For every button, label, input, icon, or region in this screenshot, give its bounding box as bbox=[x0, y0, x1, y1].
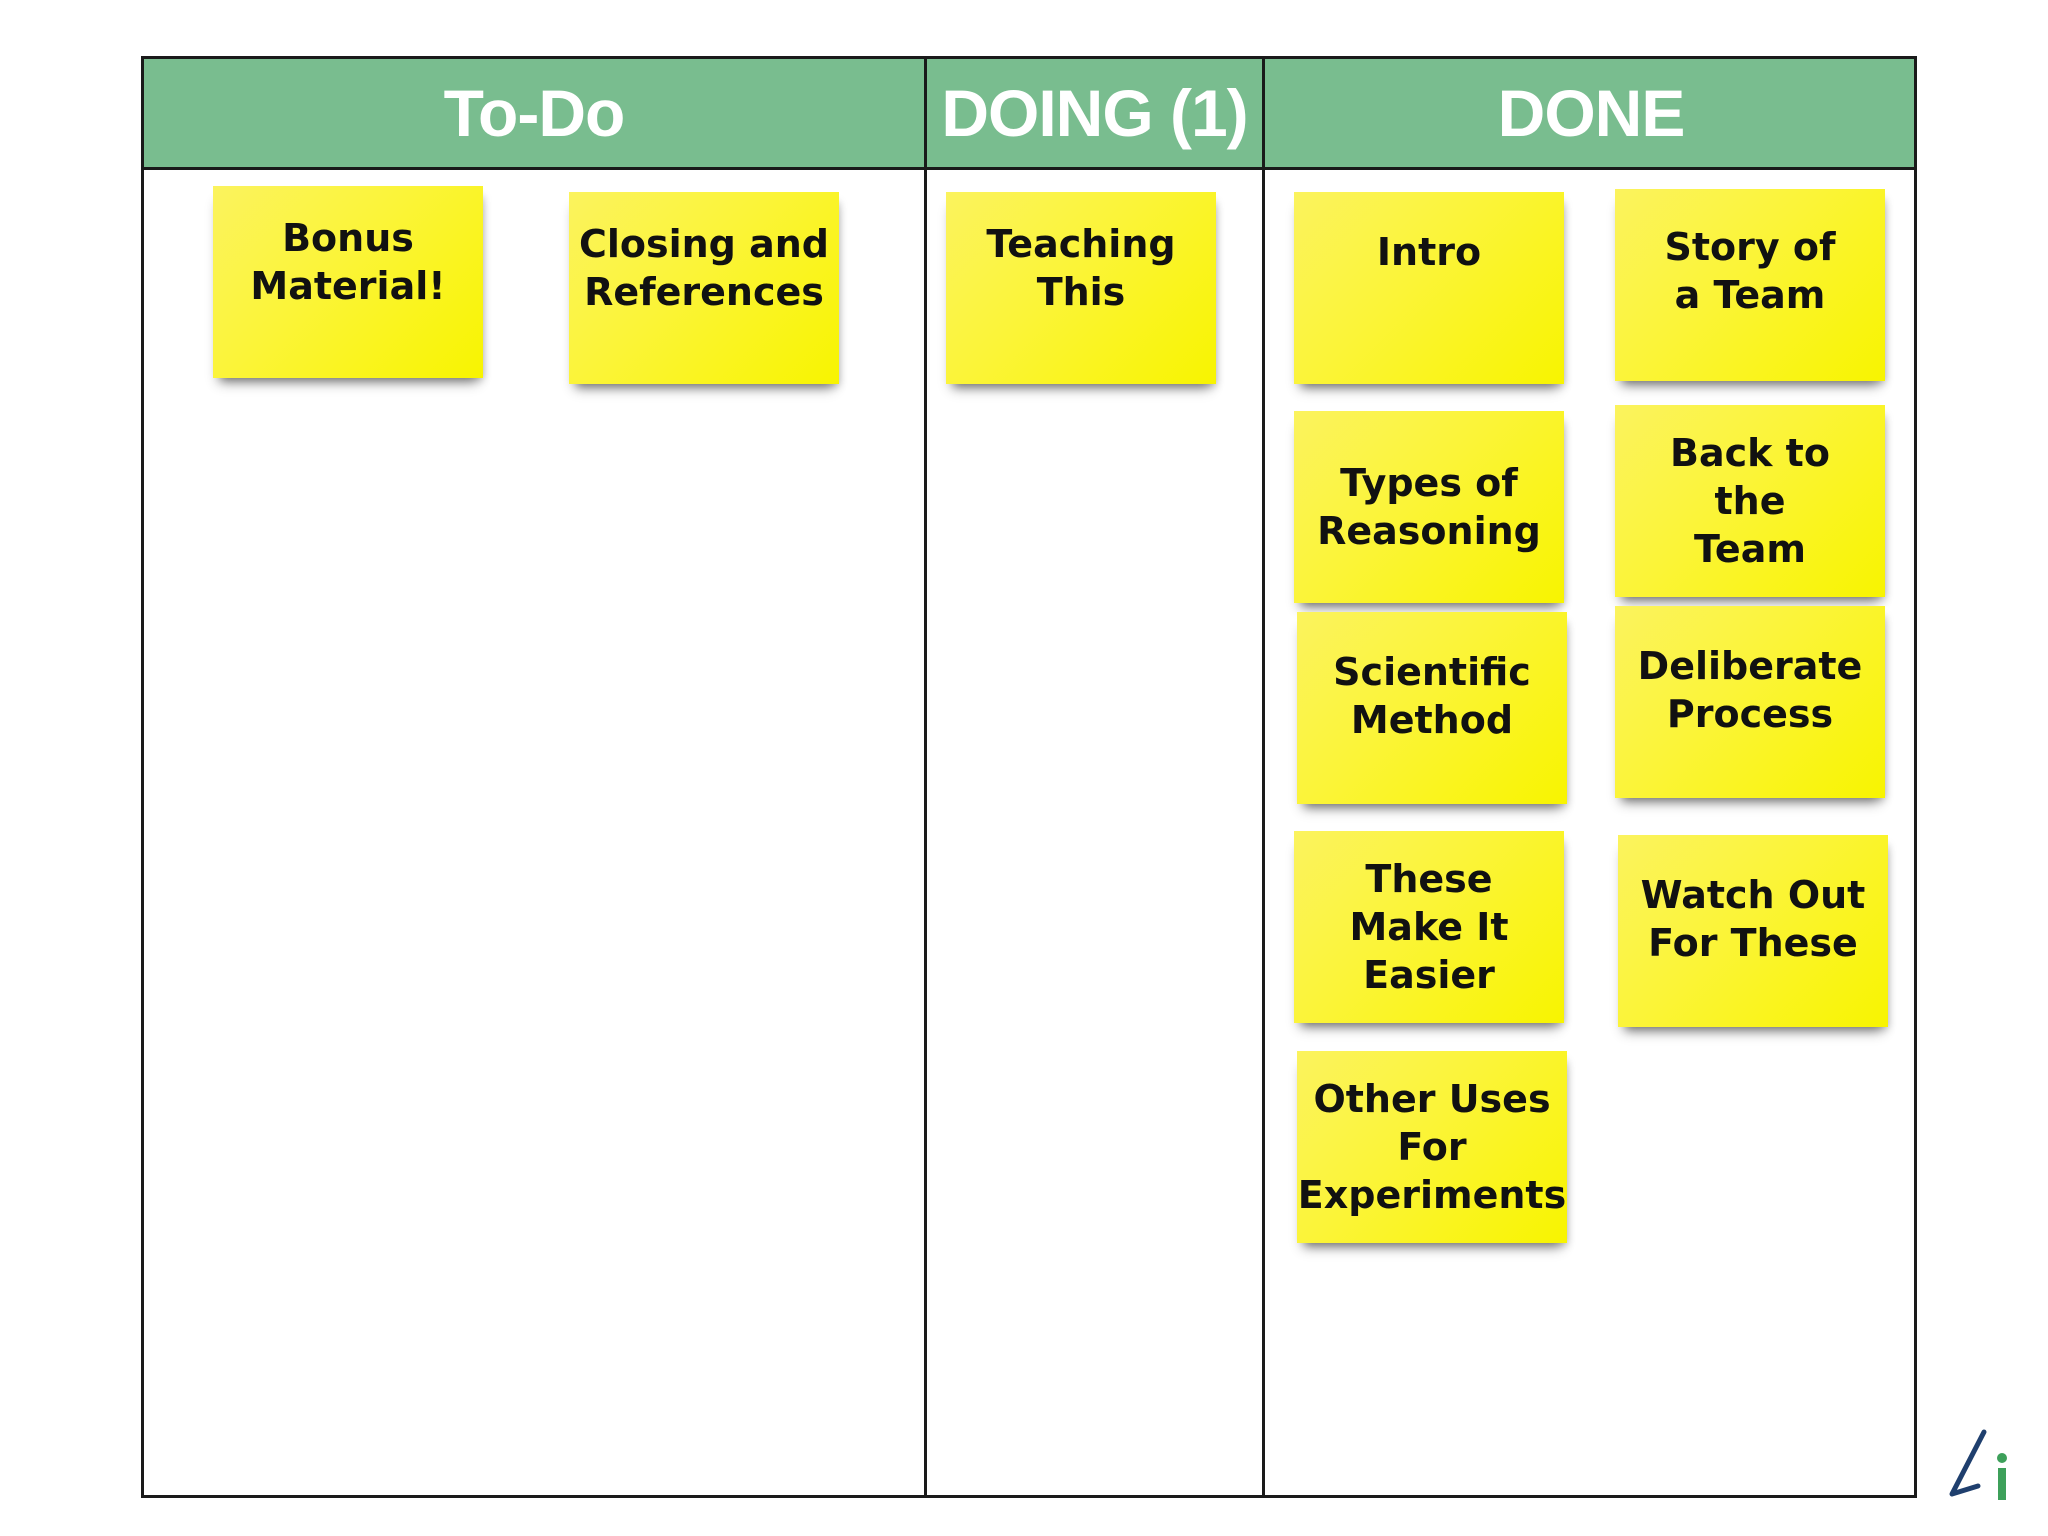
sticky-note-closing-references[interactable]: Closing and References bbox=[569, 192, 839, 384]
sticky-note-types-of-reasoning[interactable]: Types of Reasoning bbox=[1294, 411, 1564, 603]
column-divider-2 bbox=[1262, 59, 1265, 1495]
sticky-note-other-uses-for-experiments[interactable]: Other Uses For Experiments bbox=[1297, 1051, 1567, 1243]
kanban-board: To-Do DOING (1) DONE Bonus Material! Clo… bbox=[141, 56, 1917, 1498]
sticky-note-deliberate-process[interactable]: Deliberate Process bbox=[1615, 606, 1885, 798]
sticky-note-story-of-a-team[interactable]: Story of a Team bbox=[1615, 189, 1885, 381]
board-header bbox=[144, 59, 1914, 170]
sticky-note-intro[interactable]: Intro bbox=[1294, 192, 1564, 384]
sticky-note-watch-out-for-these[interactable]: Watch Out For These bbox=[1618, 835, 1888, 1027]
sticky-note-bonus-material[interactable]: Bonus Material! bbox=[213, 186, 483, 378]
sticky-note-these-make-it-easier[interactable]: These Make It Easier bbox=[1294, 831, 1564, 1023]
column-title-doing: DOING (1) bbox=[941, 76, 1248, 150]
sticky-note-scientific-method[interactable]: Scientific Method bbox=[1297, 612, 1567, 804]
li-logo-icon bbox=[1944, 1424, 2014, 1504]
sticky-note-teaching-this[interactable]: Teaching This bbox=[946, 192, 1216, 384]
column-title-todo: To-Do bbox=[443, 76, 626, 150]
column-title-done: DONE bbox=[1497, 76, 1686, 150]
sticky-note-back-to-the-team[interactable]: Back to the Team bbox=[1615, 405, 1885, 597]
column-divider-1 bbox=[924, 59, 927, 1495]
